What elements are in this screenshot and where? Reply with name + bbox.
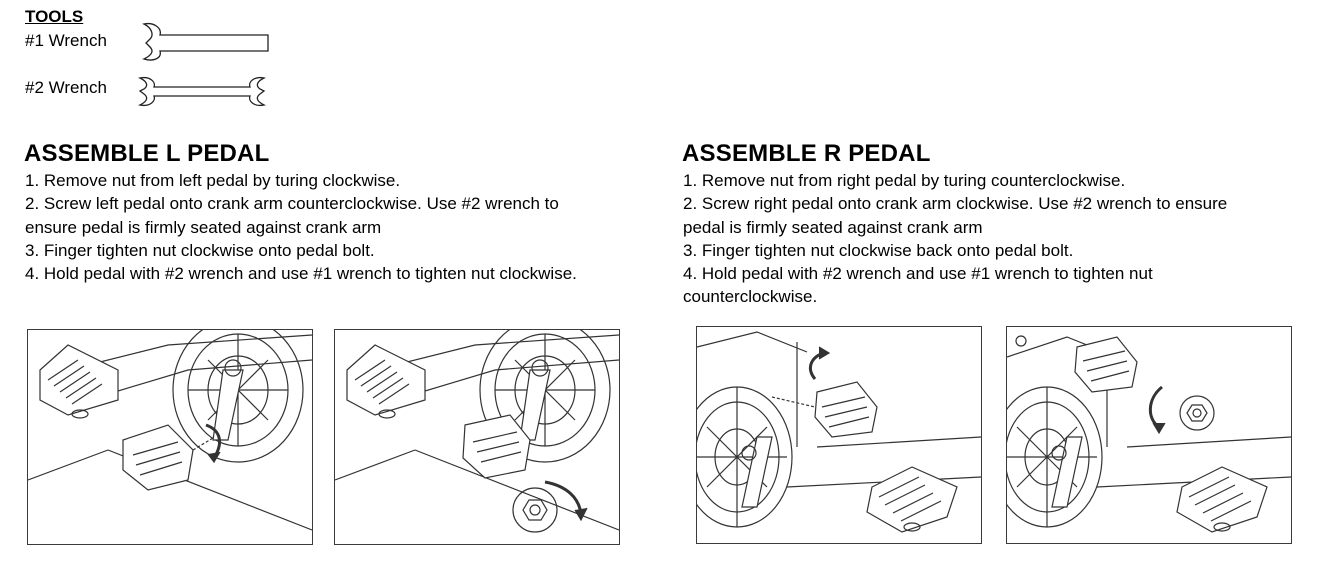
open-end-wrench-icon [142, 22, 269, 61]
pedal-icon [771, 381, 878, 438]
right-step-2: 2. Screw right pedal onto crank arm cloc… [683, 194, 1228, 214]
right-pedal-attach-figure [696, 326, 982, 544]
nut-icon [512, 487, 558, 533]
pedal-icon [1074, 336, 1138, 393]
flywheel-icon [1007, 386, 1103, 528]
pedal-icon [462, 414, 531, 479]
right-pedal-nut-figure [1006, 326, 1292, 544]
tools-heading: TOOLS [25, 7, 84, 26]
stabilizer-foot-icon [1176, 466, 1268, 533]
left-step-1: 1. Remove nut from left pedal by turing … [25, 171, 401, 190]
right-step-4-cont: counterclockwise. [683, 287, 818, 307]
left-section-title: ASSEMBLE L PEDAL [24, 140, 270, 167]
left-pedal-attach-figure [27, 329, 313, 545]
flywheel-icon [697, 386, 793, 528]
stabilizer-foot-icon [39, 344, 119, 419]
stabilizer-foot-icon [346, 344, 426, 419]
double-end-wrench-icon [138, 76, 266, 107]
nut-icon [1179, 395, 1215, 431]
left-step-4: 4. Hold pedal with #2 wrench and use #1 … [25, 264, 577, 284]
left-pedal-nut-figure [334, 329, 620, 545]
left-step-3: 3. Finger tighten nut clockwise onto ped… [25, 240, 375, 260]
right-step-3: 3. Finger tighten nut clockwise back ont… [683, 240, 1074, 260]
right-steps: 1. Remove nut from right pedal by turing… [683, 169, 1313, 309]
right-section-title: ASSEMBLE R PEDAL [682, 140, 931, 167]
right-step-4: 4. Hold pedal with #2 wrench and use #1 … [683, 264, 1153, 284]
tool-label-wrench-2: #2 Wrench [25, 78, 107, 97]
left-step-2-cont: ensure pedal is firmly seated against cr… [25, 217, 382, 237]
left-step-2: 2. Screw left pedal onto crank arm count… [25, 194, 559, 214]
left-steps: 1. Remove nut from left pedal by turing … [25, 169, 665, 285]
right-step-1: 1. Remove nut from right pedal by turing… [683, 171, 1126, 190]
tool-label-wrench-1: #1 Wrench [25, 31, 107, 50]
stabilizer-foot-icon [866, 466, 958, 533]
pedal-icon [122, 424, 214, 491]
right-step-2-cont: pedal is firmly seated against crank arm [683, 217, 983, 237]
